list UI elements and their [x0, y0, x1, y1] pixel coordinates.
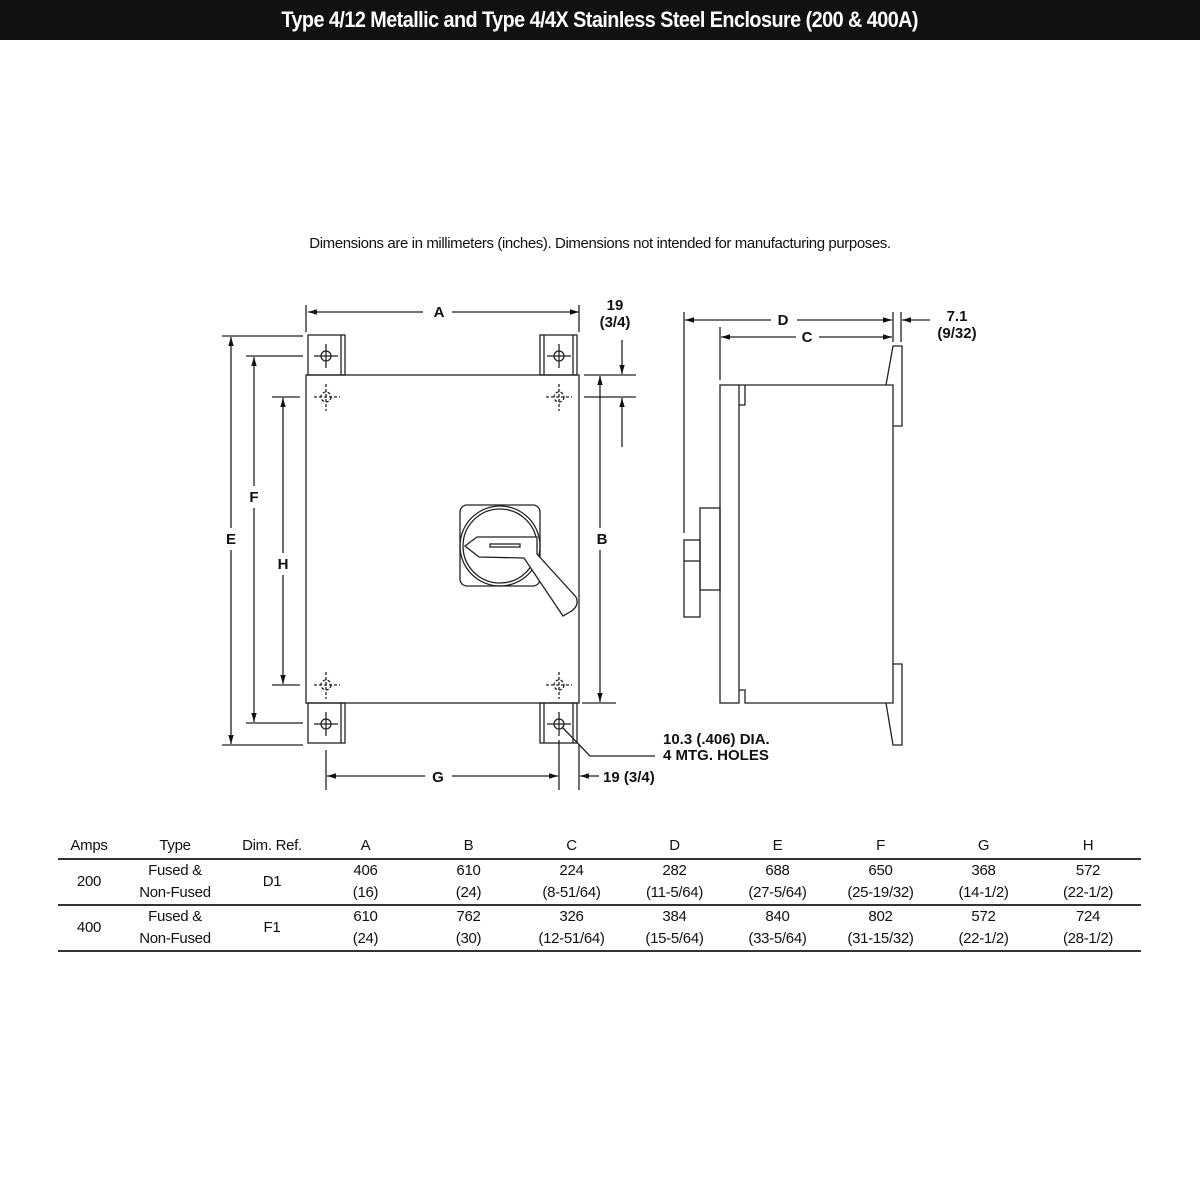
type-line: Fused & [148, 862, 202, 879]
side-view [683, 345, 903, 746]
hidden-hole-icon [314, 384, 572, 699]
col-header: B [417, 834, 520, 860]
dimension-mm: 572 [1075, 862, 1101, 879]
amps-cell: 200 [58, 859, 120, 906]
amps-cell: 400 [58, 905, 120, 952]
col-header: G [932, 834, 1035, 860]
dim-label-c: C [802, 329, 813, 346]
dimension-mm: 610 [456, 862, 481, 879]
title-bar: Type 4/12 Metallic and Type 4/4X Stainle… [0, 0, 1200, 40]
dim-label-g: G [432, 769, 444, 786]
col-header: E [726, 834, 829, 860]
holes-note-line2: 4 MTG. HOLES [663, 747, 769, 764]
type-cell: Fused & Non-Fused [120, 905, 230, 952]
dim-label-a: A [434, 304, 445, 321]
col-header: Amps [58, 834, 120, 860]
dimension-cell: 368 (14-1/2) [932, 859, 1035, 906]
col-header: Type [120, 834, 230, 860]
top-offset-in: (3/4) [600, 314, 631, 331]
dimension-cell: 572 (22-1/2) [1035, 859, 1141, 906]
dimension-in: (12-51/64) [538, 930, 605, 947]
type-line: Fused & [148, 908, 202, 925]
dimension-in: (15-5/64) [645, 930, 704, 947]
dimension-in: (8-51/64) [542, 884, 601, 901]
dimension-mm: 802 [868, 908, 893, 925]
mounting-hole-icon [314, 344, 571, 736]
type-line: Non-Fused [139, 884, 211, 901]
dimension-cell: 802 (31-15/32) [829, 905, 932, 952]
col-header: H [1035, 834, 1141, 860]
flange-in: (9/32) [937, 325, 976, 342]
dim-ref-cell: D1 [230, 859, 314, 906]
dimension-cell: 650 (25-19/32) [829, 859, 932, 906]
dimension-mm: 650 [868, 862, 893, 879]
dimension-in: (30) [455, 930, 482, 947]
dimension-in: (24) [352, 930, 379, 947]
front-view [305, 334, 580, 744]
dimension-cell: 384 (15-5/64) [623, 905, 726, 952]
dimension-cell: 724 (28-1/2) [1035, 905, 1141, 952]
dimension-mm: 282 [662, 862, 687, 879]
dimension-cell: 224 (8-51/64) [520, 859, 623, 906]
dimension-cell: 282 (11-5/64) [623, 859, 726, 906]
dimension-cell: 406 (16) [314, 859, 417, 906]
col-header: A [314, 834, 417, 860]
dimension-cell: 840 (33-5/64) [726, 905, 829, 952]
dim-label-d: D [778, 312, 789, 329]
dimension-in: (22-1/2) [958, 930, 1009, 947]
dimension-in: (14-1/2) [958, 884, 1009, 901]
dimension-cell: 610 (24) [314, 905, 417, 952]
table-header-row: Amps Type Dim. Ref. A B C D E F G H [58, 834, 1141, 860]
col-header: F [829, 834, 932, 860]
dimension-in: (25-19/32) [847, 884, 914, 901]
col-header: Dim. Ref. [230, 834, 314, 860]
page-title: Type 4/12 Metallic and Type 4/4X Stainle… [281, 7, 919, 32]
col-header: C [520, 834, 623, 860]
table-row: 400 Fused & Non-Fused F1 610 (24) 762 (30) 326 (1… [58, 905, 1141, 952]
dimension-mm: 384 [662, 908, 687, 925]
type-line: Non-Fused [139, 930, 211, 947]
dim-ref-cell: F1 [230, 905, 314, 952]
dimension-cell: 326 (12-51/64) [520, 905, 623, 952]
table-row: 200 Fused & Non-Fused D1 406 (16) 610 (24) 224 (8… [58, 859, 1141, 906]
holes-note-line1: 10.3 (.406) DIA. [663, 731, 770, 748]
dimension-mm: 406 [353, 862, 378, 879]
dimension-in: (28-1/2) [1062, 930, 1114, 947]
dimension-cell: 762 (30) [417, 905, 520, 952]
dimension-mm: 724 [1075, 908, 1101, 925]
dimension-in: (16) [352, 884, 379, 901]
dimension-in: (24) [455, 884, 482, 901]
dimension-mm: 610 [353, 908, 378, 925]
dim-label-h: H [278, 556, 289, 573]
dim-label-b: B [597, 531, 608, 548]
dimension-in: (22-1/2) [1062, 884, 1114, 901]
dimension-in: (33-5/64) [748, 930, 807, 947]
bottom-offset: 19 (3/4) [603, 769, 655, 786]
dim-label-f: F [249, 489, 258, 506]
dimension-mm: 840 [765, 908, 790, 925]
dimension-cell: 572 (22-1/2) [932, 905, 1035, 952]
dim-label-e: E [226, 531, 236, 548]
type-cell: Fused & Non-Fused [120, 859, 230, 906]
dimension-mm: 224 [559, 862, 584, 879]
dimension-mm: 326 [559, 908, 584, 925]
dimension-mm: 572 [971, 908, 996, 925]
dimension-mm: 368 [971, 862, 996, 879]
flange-mm: 7.1 [947, 308, 968, 325]
dimension-in: (31-15/32) [847, 930, 914, 947]
col-header: D [623, 834, 726, 860]
dimension-in: (11-5/64) [645, 884, 704, 901]
disconnect-handle-icon [459, 504, 578, 617]
dimensions-note: Dimensions are in millimeters (inches). … [309, 235, 891, 252]
dimension-in: (27-5/64) [748, 884, 807, 901]
dimension-cell: 688 (27-5/64) [726, 859, 829, 906]
dimension-mm: 762 [456, 908, 481, 925]
top-offset-mm: 19 [607, 297, 624, 314]
dimension-cell: 610 (24) [417, 859, 520, 906]
dimension-mm: 688 [765, 862, 790, 879]
